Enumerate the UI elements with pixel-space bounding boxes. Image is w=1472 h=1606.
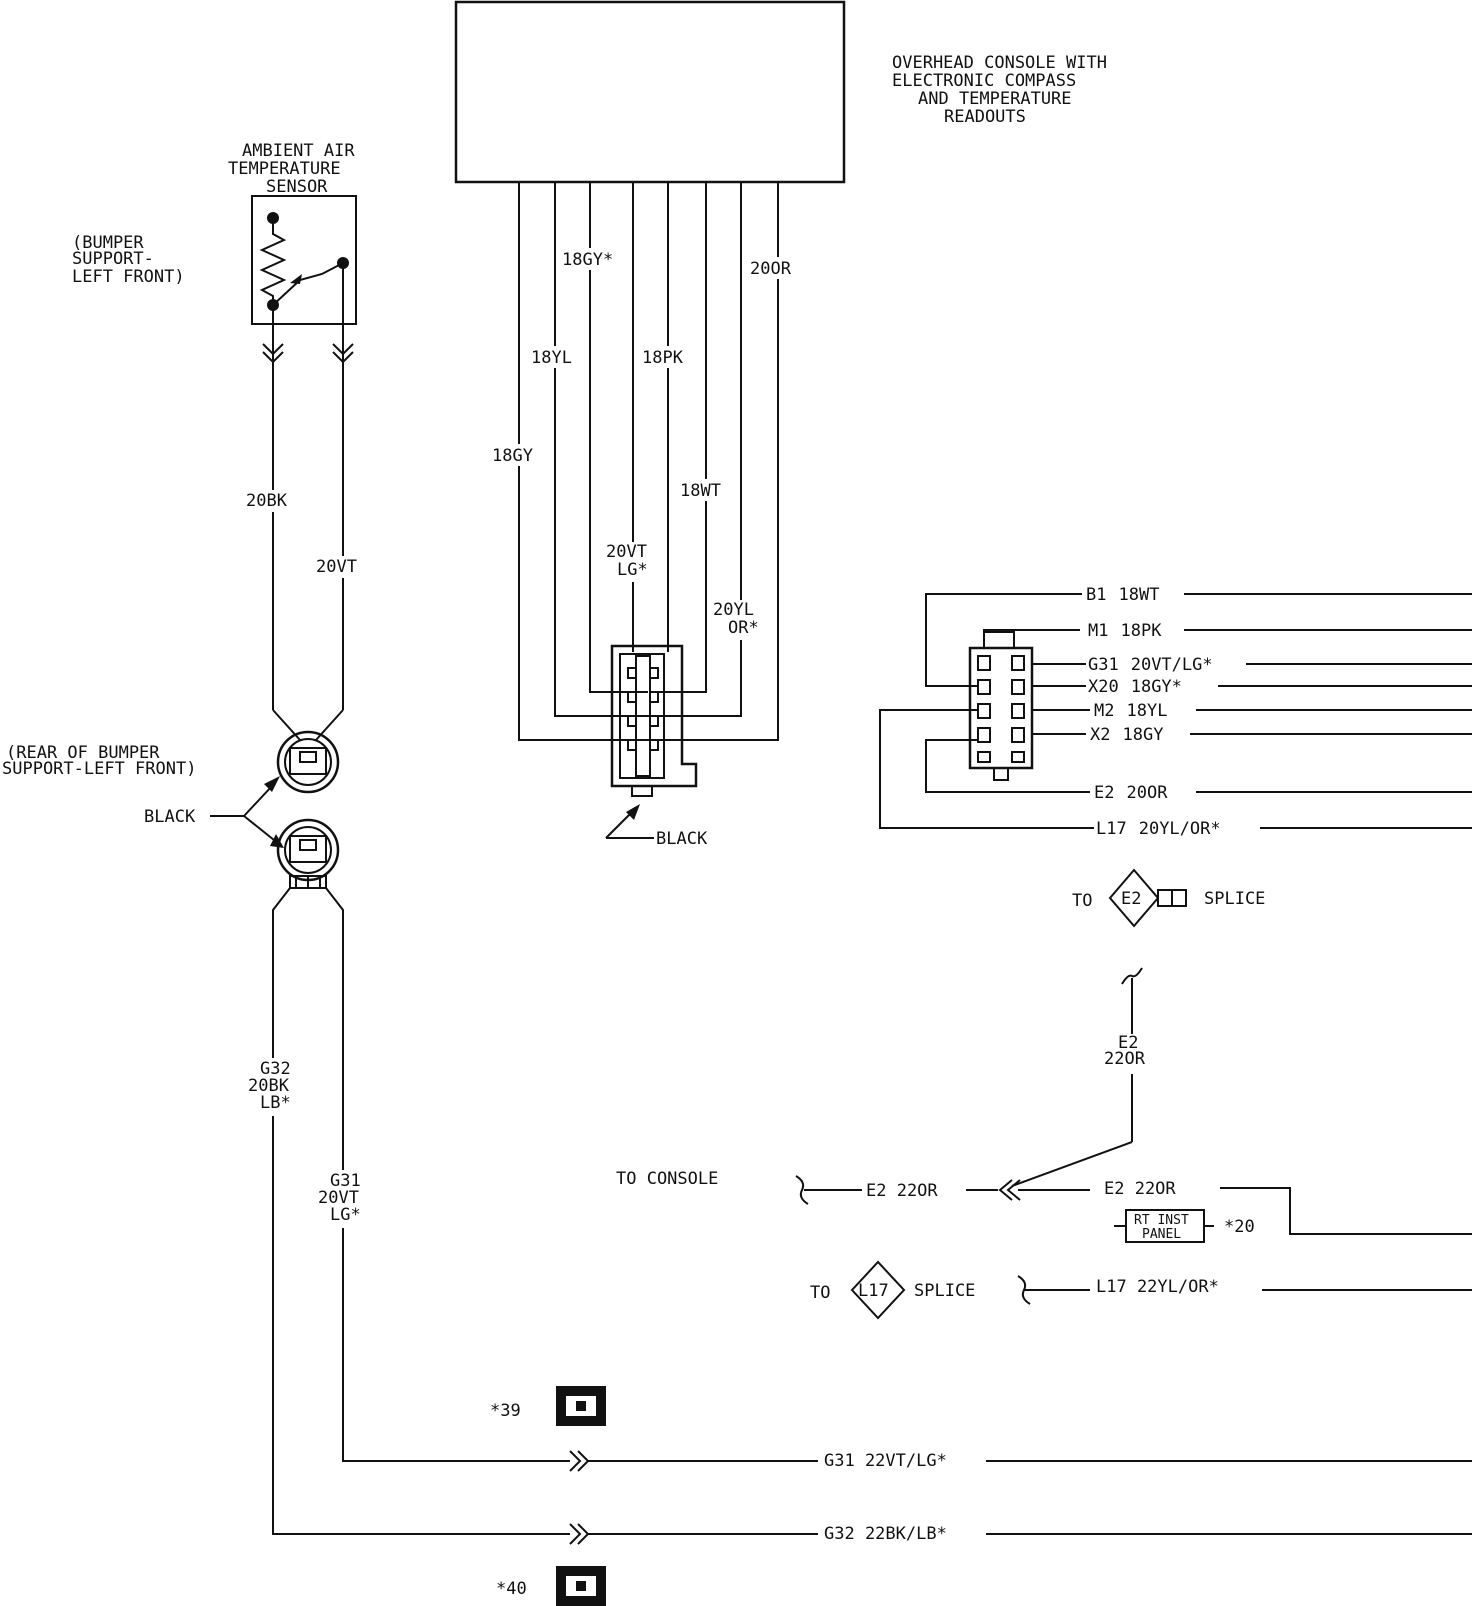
- pinout-wires: [879, 593, 1472, 829]
- svg-text:TO: TO: [810, 1283, 830, 1303]
- overhead-console-title: OVERHEAD CONSOLE WITH ELECTRONIC COMPASS…: [892, 53, 1107, 127]
- splice-e2: TO E2 SPLICE: [1072, 868, 1265, 928]
- svg-text:20VT: 20VT: [318, 1188, 359, 1208]
- svg-text:*39: *39: [490, 1401, 521, 1421]
- bottom-wire-g32: G32 22BK/LB*: [569, 1523, 1472, 1545]
- bottom-wire-g31: G31 22VT/LG*: [569, 1450, 1472, 1472]
- sensor-connector-label: BLACK: [144, 776, 284, 848]
- wire-g32-label: G32: [260, 1059, 291, 1079]
- svg-text:AMBIENT AIR: AMBIENT AIR: [242, 141, 355, 161]
- svg-text:E2: E2: [1121, 889, 1141, 909]
- svg-text:AND TEMPERATURE: AND TEMPERATURE: [918, 89, 1072, 109]
- svg-text:G31 22VT/LG*: G31 22VT/LG*: [824, 1451, 947, 1471]
- svg-text:LG*: LG*: [617, 560, 648, 580]
- sensor-location: (BUMPER SUPPORT- LEFT FRONT): [72, 233, 185, 287]
- splice-l17: TO L17 SPLICE L17 22YL/OR*: [810, 1260, 1472, 1320]
- wire-18gy-star: 18GY*: [562, 250, 613, 270]
- svg-text:OVERHEAD CONSOLE WITH: OVERHEAD CONSOLE WITH: [892, 53, 1107, 73]
- console-connector: [610, 644, 698, 797]
- svg-text:LEFT FRONT): LEFT FRONT): [72, 267, 185, 287]
- wire-g31-label: G31: [330, 1171, 361, 1191]
- to-console-label: TO CONSOLE: [616, 1169, 718, 1189]
- overhead-console-box: [454, 0, 846, 184]
- wire-18pk: 18PK: [642, 348, 684, 368]
- svg-text:E2: E2: [1118, 1033, 1138, 1053]
- e2-horizontal-wire: E2 22OR E2 22OR: [795, 1175, 1472, 1235]
- svg-text:(BUMPER: (BUMPER: [72, 233, 144, 253]
- lower-sensor-wires: G32 20BK LB* G31 20VT LG*: [240, 887, 570, 1535]
- wire-20vt: 20VT: [316, 557, 357, 577]
- wire-18gy: 18GY: [492, 446, 533, 466]
- svg-text:E2 22OR: E2 22OR: [866, 1181, 938, 1201]
- svg-text:L17: L17: [858, 1281, 889, 1301]
- svg-text:G32 22BK/LB*: G32 22BK/LB*: [824, 1524, 947, 1544]
- wire-18yl: 18YL: [531, 348, 572, 368]
- svg-text:22OR: 22OR: [1104, 1049, 1146, 1069]
- connector-location-label: (REAR OF BUMPER SUPPORT-LEFT FRONT): [2, 743, 196, 779]
- wire-18wt: 18WT: [680, 481, 721, 501]
- ref-39: *39: [490, 1386, 606, 1426]
- sensor-connector-upper: [276, 730, 340, 794]
- svg-text:SPLICE: SPLICE: [914, 1281, 975, 1301]
- svg-text:TEMPERATURE: TEMPERATURE: [228, 159, 341, 179]
- wire-20or: 20OR: [750, 259, 792, 279]
- svg-text:*40: *40: [496, 1579, 527, 1599]
- svg-text:SUPPORT-: SUPPORT-: [72, 249, 154, 269]
- wire-20yl-or: 20YL: [713, 600, 754, 620]
- svg-text:E2 22OR: E2 22OR: [1104, 1179, 1176, 1199]
- rt-inst-panel: RT INST PANEL *20: [1114, 1209, 1255, 1243]
- sensor-wires: 20BK 20VT: [244, 324, 370, 741]
- svg-text:20BK: 20BK: [248, 1076, 290, 1096]
- pinout-connector: [968, 631, 1034, 781]
- svg-text:SENSOR: SENSOR: [266, 177, 328, 197]
- ambient-air-temperature-sensor: [251, 195, 357, 325]
- sensor-title: AMBIENT AIR TEMPERATURE SENSOR: [228, 141, 355, 197]
- svg-text:*20: *20: [1224, 1217, 1255, 1237]
- svg-text:RT INST: RT INST: [1134, 1213, 1189, 1228]
- svg-text:L17 22YL/OR*: L17 22YL/OR*: [1096, 1277, 1219, 1297]
- svg-text:(REAR OF BUMPER: (REAR OF BUMPER: [6, 743, 160, 763]
- svg-text:SPLICE: SPLICE: [1204, 889, 1265, 909]
- console-wire-labels: 18GY 18YL 18GY* 20VT LG* 18PK 18WT 20YL …: [492, 248, 806, 640]
- svg-text:TO: TO: [1072, 891, 1092, 911]
- ref-40: *40: [496, 1566, 606, 1606]
- wire-20vt-lg: 20VT: [606, 542, 647, 562]
- sensor-connector-lower: [276, 818, 340, 889]
- svg-text:LG*: LG*: [330, 1205, 361, 1225]
- svg-text:OR*: OR*: [728, 618, 759, 638]
- svg-text:PANEL: PANEL: [1142, 1227, 1181, 1242]
- svg-text:SUPPORT-LEFT FRONT): SUPPORT-LEFT FRONT): [2, 759, 196, 779]
- svg-text:READOUTS: READOUTS: [944, 107, 1026, 127]
- console-connector-label: BLACK: [605, 804, 708, 849]
- svg-text:ELECTRONIC COMPASS: ELECTRONIC COMPASS: [892, 71, 1076, 91]
- svg-text:BLACK: BLACK: [656, 829, 708, 849]
- e2-vertical-wire: E2 22OR: [1011, 967, 1146, 1187]
- wire-20bk: 20BK: [246, 491, 288, 511]
- svg-text:BLACK: BLACK: [144, 807, 196, 827]
- svg-text:LB*: LB*: [260, 1093, 291, 1113]
